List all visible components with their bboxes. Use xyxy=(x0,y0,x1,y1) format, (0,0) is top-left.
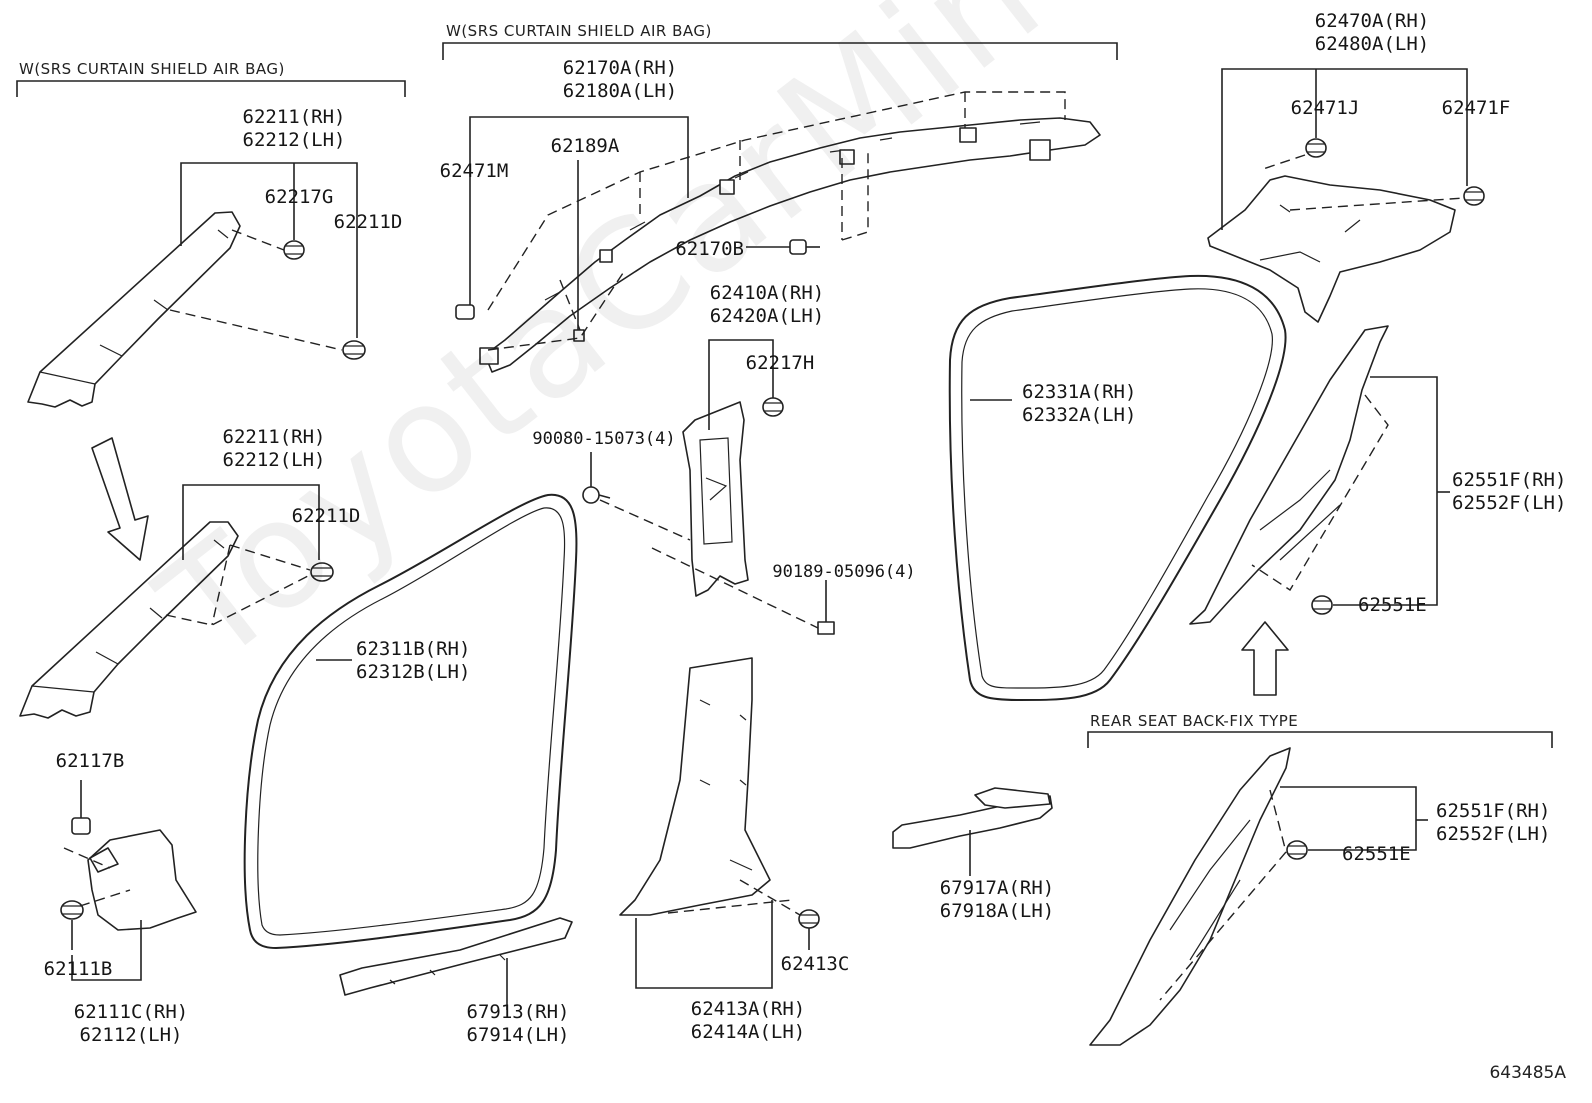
part-label: 62551E xyxy=(1342,843,1411,865)
part-label: 62112(LH) xyxy=(79,1024,183,1046)
clip-62117b xyxy=(71,817,91,835)
part-label: 90189-05096(4) xyxy=(772,562,916,582)
clip-62551e-a xyxy=(1311,595,1333,615)
part-label: 67918A(LH) xyxy=(939,900,1055,922)
part-label: 62170B xyxy=(675,238,744,260)
part-label: 62413C xyxy=(780,953,850,975)
part-label: 62332A(LH) xyxy=(1022,404,1137,426)
part-label: 62211(RH) xyxy=(222,426,326,448)
part-label: 62312B(LH) xyxy=(356,661,471,683)
section-bracket-curtain-top xyxy=(442,42,1118,60)
clip-90189 xyxy=(817,621,835,635)
part-label: 62552F(LH) xyxy=(1436,823,1551,845)
clip-62471m xyxy=(455,304,475,320)
clip-62471j xyxy=(1305,138,1327,158)
section-header-rear-seat: REAR SEAT BACK-FIX TYPE xyxy=(1090,712,1299,730)
part-label: 62212(LH) xyxy=(242,129,346,151)
clip-62217g xyxy=(283,240,305,260)
bolt-62170b xyxy=(789,239,820,255)
clip-62471f xyxy=(1463,186,1485,206)
cowl-side-trim xyxy=(87,829,197,931)
part-label: 62111B xyxy=(43,958,113,980)
part-label: 62170A(RH) xyxy=(562,57,678,79)
rear-door-weatherstrip xyxy=(948,274,1287,701)
part-label: 62180A(LH) xyxy=(562,80,678,102)
front-pillar-garnish-upper xyxy=(27,211,241,408)
front-door-weatherstrip xyxy=(243,493,578,949)
part-label: 62311B(RH) xyxy=(356,638,471,660)
part-label: 62410A(RH) xyxy=(709,282,825,304)
clip-62111b xyxy=(60,900,84,920)
part-label: 62471F xyxy=(1441,97,1511,119)
diagram-id: 643485A xyxy=(1489,1063,1566,1083)
part-label: 62471J xyxy=(1290,97,1360,119)
screw-90080 xyxy=(582,486,611,504)
part-label: 62413A(RH) xyxy=(690,998,806,1020)
part-label: 62211D xyxy=(333,211,403,233)
part-label: 62217G xyxy=(264,186,334,208)
part-label: 62551E xyxy=(1358,594,1427,616)
part-label: 62480A(LH) xyxy=(1314,33,1430,55)
roof-side-inner-garnish xyxy=(1207,175,1456,323)
section-header-curtain-left: W(SRS CURTAIN SHIELD AIR BAG) xyxy=(19,60,285,78)
clip-62211d-a xyxy=(342,340,366,360)
section-header-curtain-top: W(SRS CURTAIN SHIELD AIR BAG) xyxy=(446,22,712,40)
part-label: 62414A(LH) xyxy=(690,1021,806,1043)
curtain-shield-airbag xyxy=(479,117,1101,373)
part-label: 67914(LH) xyxy=(466,1024,570,1046)
part-label: 62471M xyxy=(439,160,509,182)
part-label: 62111C(RH) xyxy=(73,1001,189,1023)
arrow-down-icon xyxy=(91,437,149,561)
clip-62217h xyxy=(762,397,784,417)
roof-side-garnish-quarter-upper xyxy=(1189,325,1389,625)
part-label: 62552F(LH) xyxy=(1452,492,1567,514)
center-pillar-garnish-lower xyxy=(619,657,771,916)
part-label: 67913(RH) xyxy=(466,1001,570,1023)
part-label: 62551F(RH) xyxy=(1452,469,1567,491)
part-label: 62217H xyxy=(745,352,815,374)
part-label: 67917A(RH) xyxy=(939,877,1055,899)
roof-side-garnish-quarter-lower xyxy=(1089,747,1291,1046)
part-label: 62211D xyxy=(291,505,361,527)
part-label: 62331A(RH) xyxy=(1022,381,1137,403)
part-label: 62420A(LH) xyxy=(709,305,825,327)
part-label: 62117B xyxy=(55,750,125,772)
part-label: 62211(RH) xyxy=(242,106,346,128)
part-label: 90080-15073(4) xyxy=(532,429,676,449)
clip-62551e-b xyxy=(1286,840,1308,860)
rear-door-scuff-plate xyxy=(892,787,1053,849)
clip-62189a xyxy=(573,329,585,342)
part-label: 62212(LH) xyxy=(222,449,326,471)
center-pillar-garnish-upper xyxy=(682,401,749,597)
section-bracket-curtain-left xyxy=(16,80,406,97)
part-label: 62551F(RH) xyxy=(1436,800,1551,822)
part-label: 62189A xyxy=(550,135,620,157)
front-pillar-garnish-lower xyxy=(19,521,239,719)
front-door-scuff-plate xyxy=(339,917,573,996)
clip-62413c xyxy=(798,909,820,929)
clip-62211d-b xyxy=(310,562,334,582)
part-label: 62470A(RH) xyxy=(1314,10,1430,32)
arrow-up-icon xyxy=(1241,621,1289,696)
section-bracket-rear-seat xyxy=(1087,731,1553,748)
